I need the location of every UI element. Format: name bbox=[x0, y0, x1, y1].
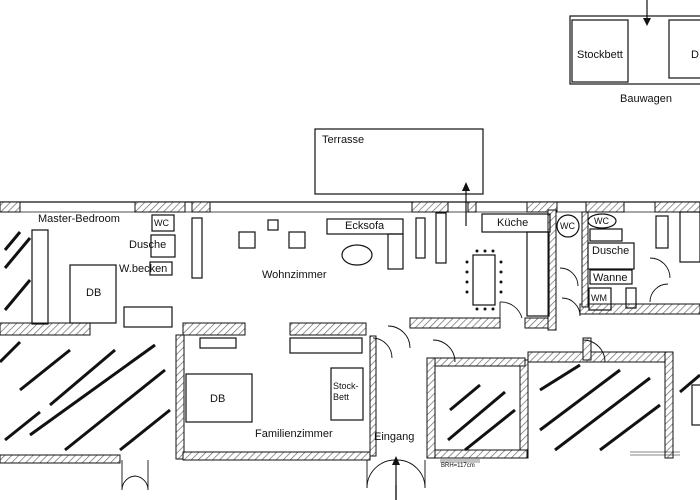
double-bed-family bbox=[185, 373, 253, 423]
label-db-master: DB bbox=[86, 287, 102, 299]
bed-bauwagen-partial bbox=[668, 19, 700, 79]
label-wanne: Wanne bbox=[593, 272, 628, 284]
label-kueche: Küche bbox=[497, 217, 529, 229]
label-wohnzimmer: Wohnzimmer bbox=[262, 269, 327, 281]
bunk-bed-bauwagen bbox=[571, 19, 629, 83]
label-master-bedroom: Master-Bedroom bbox=[38, 213, 120, 225]
kitchen-counter-vertical bbox=[526, 231, 550, 317]
bathtub bbox=[589, 269, 633, 285]
corner-sofa bbox=[326, 218, 404, 235]
bauwagen bbox=[569, 15, 700, 85]
label-wm: WM bbox=[591, 293, 607, 303]
desk-master bbox=[123, 306, 173, 328]
kitchen-counter bbox=[481, 213, 551, 233]
wc-box-left bbox=[151, 214, 175, 232]
terrace bbox=[314, 128, 484, 195]
label-familienzimmer: Familienzimmer bbox=[255, 428, 333, 440]
wc-circle-mid bbox=[556, 214, 580, 238]
double-bed-master bbox=[69, 264, 117, 324]
label-wc-mid: WC bbox=[560, 221, 575, 231]
label-wc-left: WC bbox=[154, 218, 169, 228]
label-bett: Bett bbox=[333, 392, 350, 402]
label-bauwagen: Bauwagen bbox=[620, 93, 672, 105]
label-stock: Stock- bbox=[333, 381, 359, 391]
wc-oval-right bbox=[587, 213, 617, 229]
label-brh: BRH=117cm bbox=[441, 463, 475, 469]
label-db-family: DB bbox=[210, 393, 226, 405]
label-wbecken: W.becken bbox=[119, 263, 168, 275]
wardrobe-master bbox=[31, 229, 49, 325]
washbasin-left bbox=[149, 261, 173, 276]
label-bauwagen-partial: D bbox=[691, 49, 699, 61]
shower-right bbox=[587, 242, 635, 270]
label-terrasse: Terrasse bbox=[322, 134, 365, 146]
shower-left bbox=[150, 234, 176, 258]
label-wc-right: WC bbox=[594, 216, 609, 226]
label-dusche-right: Dusche bbox=[592, 245, 630, 257]
washing-machine bbox=[588, 287, 612, 311]
bunk-bed-family bbox=[330, 367, 364, 421]
label-ecksofa: Ecksofa bbox=[345, 220, 385, 232]
dining-table bbox=[472, 254, 496, 306]
label-eingang: Eingang bbox=[374, 431, 415, 443]
coffee-table bbox=[341, 244, 373, 266]
label-dusche-left: Dusche bbox=[129, 239, 167, 251]
label-stockbett-top: Stockbett bbox=[577, 49, 623, 61]
